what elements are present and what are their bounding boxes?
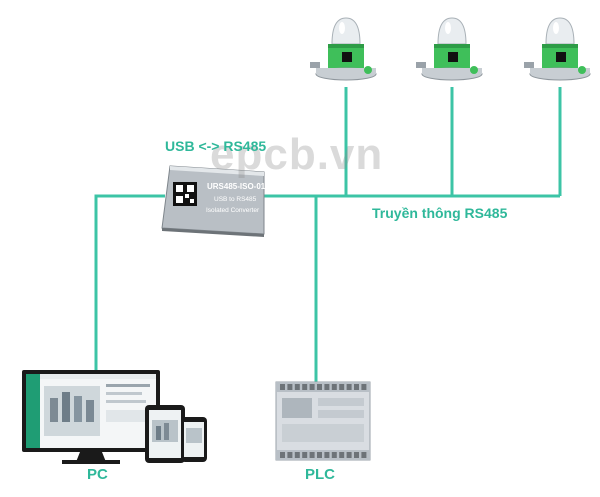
rs485-wiring — [94, 87, 562, 382]
sensor-qr-icon — [342, 52, 352, 62]
converter-line-1: USB to RS485 — [214, 196, 257, 203]
sensor-1 — [310, 17, 377, 81]
sensor-3 — [524, 17, 591, 81]
plc-terminal — [294, 452, 300, 458]
plc-terminal — [309, 452, 315, 458]
plc-terminal — [346, 384, 352, 390]
plc-terminal — [339, 384, 345, 390]
plc-terminal — [324, 384, 330, 390]
usb-rs485-converter: URS485-ISO-01 USB to RS485 Isolated Conv… — [161, 165, 266, 237]
plc-terminal — [287, 452, 293, 458]
plc-terminal — [280, 452, 285, 458]
plc-label: PLC — [305, 466, 335, 483]
plc-terminal — [331, 384, 337, 390]
plc-terminal — [317, 384, 322, 390]
converter-model: URS485-ISO-01 — [207, 182, 266, 191]
phone-device — [181, 417, 207, 462]
plc-terminal — [324, 452, 330, 458]
sensor-group — [310, 17, 591, 81]
plc-terminal — [346, 452, 352, 458]
pc-label: PC — [87, 466, 108, 483]
plc-terminal — [354, 384, 359, 390]
usb-rs485-label: USB <-> RS485 — [165, 138, 267, 154]
plc-terminal — [302, 384, 308, 390]
plc-terminal — [361, 452, 367, 458]
plc-terminal — [287, 384, 293, 390]
sensor-qr-icon — [448, 52, 458, 62]
plc-terminal — [361, 384, 367, 390]
plc-terminal — [309, 384, 315, 390]
plc-terminal — [294, 384, 300, 390]
watermark: epcb.vn — [210, 130, 384, 179]
plc-terminal — [354, 452, 359, 458]
tablet-device — [145, 405, 185, 463]
pc-link-line — [94, 194, 165, 372]
sensor-2 — [416, 17, 483, 81]
plc-terminal — [280, 384, 285, 390]
rs485-bus-label: Truyền thông RS485 — [372, 205, 508, 221]
converter-line-2: Isolated Converter — [206, 207, 260, 214]
sensor-qr-icon — [556, 52, 566, 62]
plc-terminal — [331, 452, 337, 458]
plc-terminal — [317, 452, 322, 458]
plc-terminal — [339, 452, 345, 458]
pc-monitor — [22, 370, 160, 464]
plc-device — [275, 381, 371, 461]
plc-terminal — [302, 452, 308, 458]
